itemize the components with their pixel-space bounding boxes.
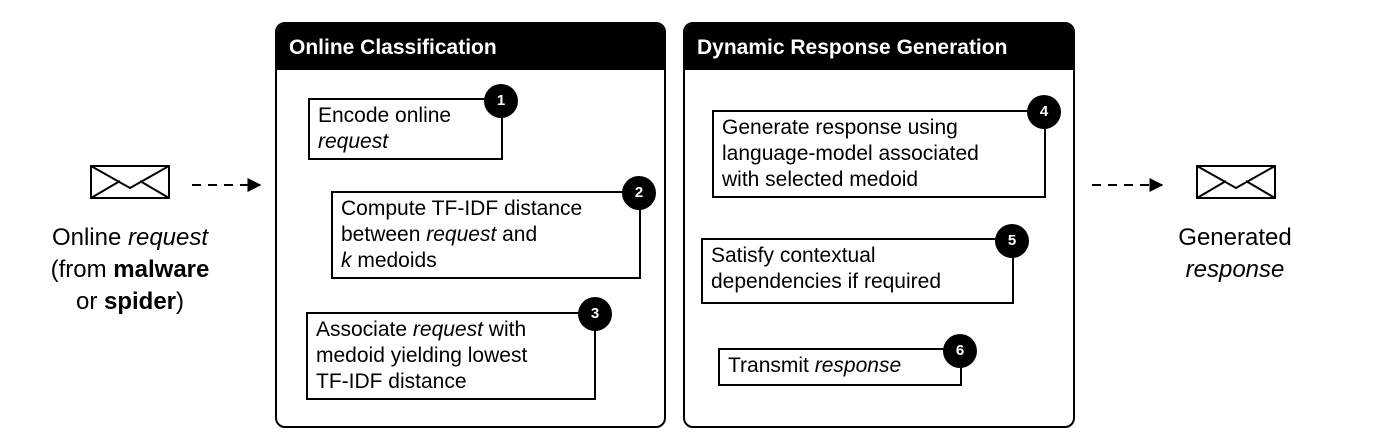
step-1-text-line1: Encode online [318,104,452,127]
step-6-badge: 6 [943,334,977,368]
step-2-box: Compute TF-IDF distance between request … [331,191,641,279]
step-4-text-line2: language-model associated [722,142,979,165]
step-5-badge: 5 [995,224,1029,258]
step-6-box: Transmit response [718,348,962,386]
step-3-box: Associate request with medoid yielding l… [306,312,596,400]
step-4-box: Generate response using language-model a… [712,110,1046,198]
step-1-badge: 1 [484,84,518,118]
output-label-line1: Generated [1178,224,1292,251]
step-3-text-line2: medoid yielding lowest [316,344,528,367]
step-5-box: Satisfy contextual dependencies if requi… [701,238,1014,304]
step-3-text-line1: Associate request with [316,318,527,341]
step-2-text-line2: between request and [341,223,538,246]
step-2-text-line1: Compute TF-IDF distance [341,197,583,220]
step-2-badge: 2 [622,176,656,210]
step-5-text-line1: Satisfy contextual [711,244,876,267]
input-label: Online request (from malware or spider) [20,222,240,318]
step-4-badge: 4 [1027,95,1061,129]
step-6-text-line1: Transmit response [728,354,902,377]
input-label-line1: Online request [51,224,209,251]
step-4-text-line1: Generate response using [722,116,958,139]
step-5-text-line2: dependencies if required [711,270,941,293]
step-4-text-line3: with selected medoid [722,168,919,191]
panel-title: Online Classification [277,24,664,70]
input-label-line3: or spider) [75,288,185,315]
panel-title: Dynamic Response Generation [685,24,1073,70]
step-1-box: Encode online request [308,98,503,160]
envelope-icon-output [1196,165,1276,199]
output-label-line2: response [1185,256,1285,283]
step-3-badge: 3 [578,297,612,331]
step-2-text-line3: k medoids [341,249,437,272]
step-1-text-line2: request [318,130,389,153]
input-label-line2: (from malware [50,256,210,283]
output-label: Generated response [1145,222,1325,286]
step-3-text-line3: TF-IDF distance [316,370,467,393]
envelope-icon-input [90,165,170,199]
